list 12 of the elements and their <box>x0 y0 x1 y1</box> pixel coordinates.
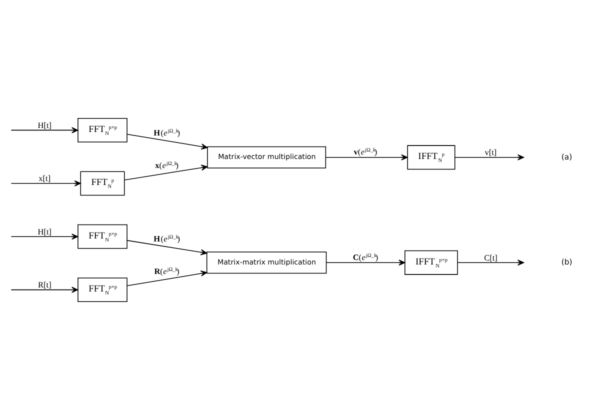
edge-label: H(e$^{jΩ_k}$) <box>154 234 180 243</box>
edge-label: x(e$^{jΩ_k}$) <box>155 160 179 170</box>
edge-label: C(e$^{jΩ_k}$) <box>352 252 378 262</box>
edge-label: H[t] <box>38 120 52 130</box>
edge-label: R[t] <box>38 280 52 290</box>
edge-label: H(e$^{jΩ_k}$) <box>154 128 180 138</box>
edge-label: v[t] <box>484 148 497 157</box>
edge-label: C[t] <box>484 252 498 262</box>
edge-label: x[t] <box>38 174 51 183</box>
edge-label: R(e$^{jΩ_k}$) <box>154 266 180 276</box>
edge-label: v(e$^{jΩ_k}$) <box>354 147 378 156</box>
edge-label: H[t] <box>38 226 52 236</box>
